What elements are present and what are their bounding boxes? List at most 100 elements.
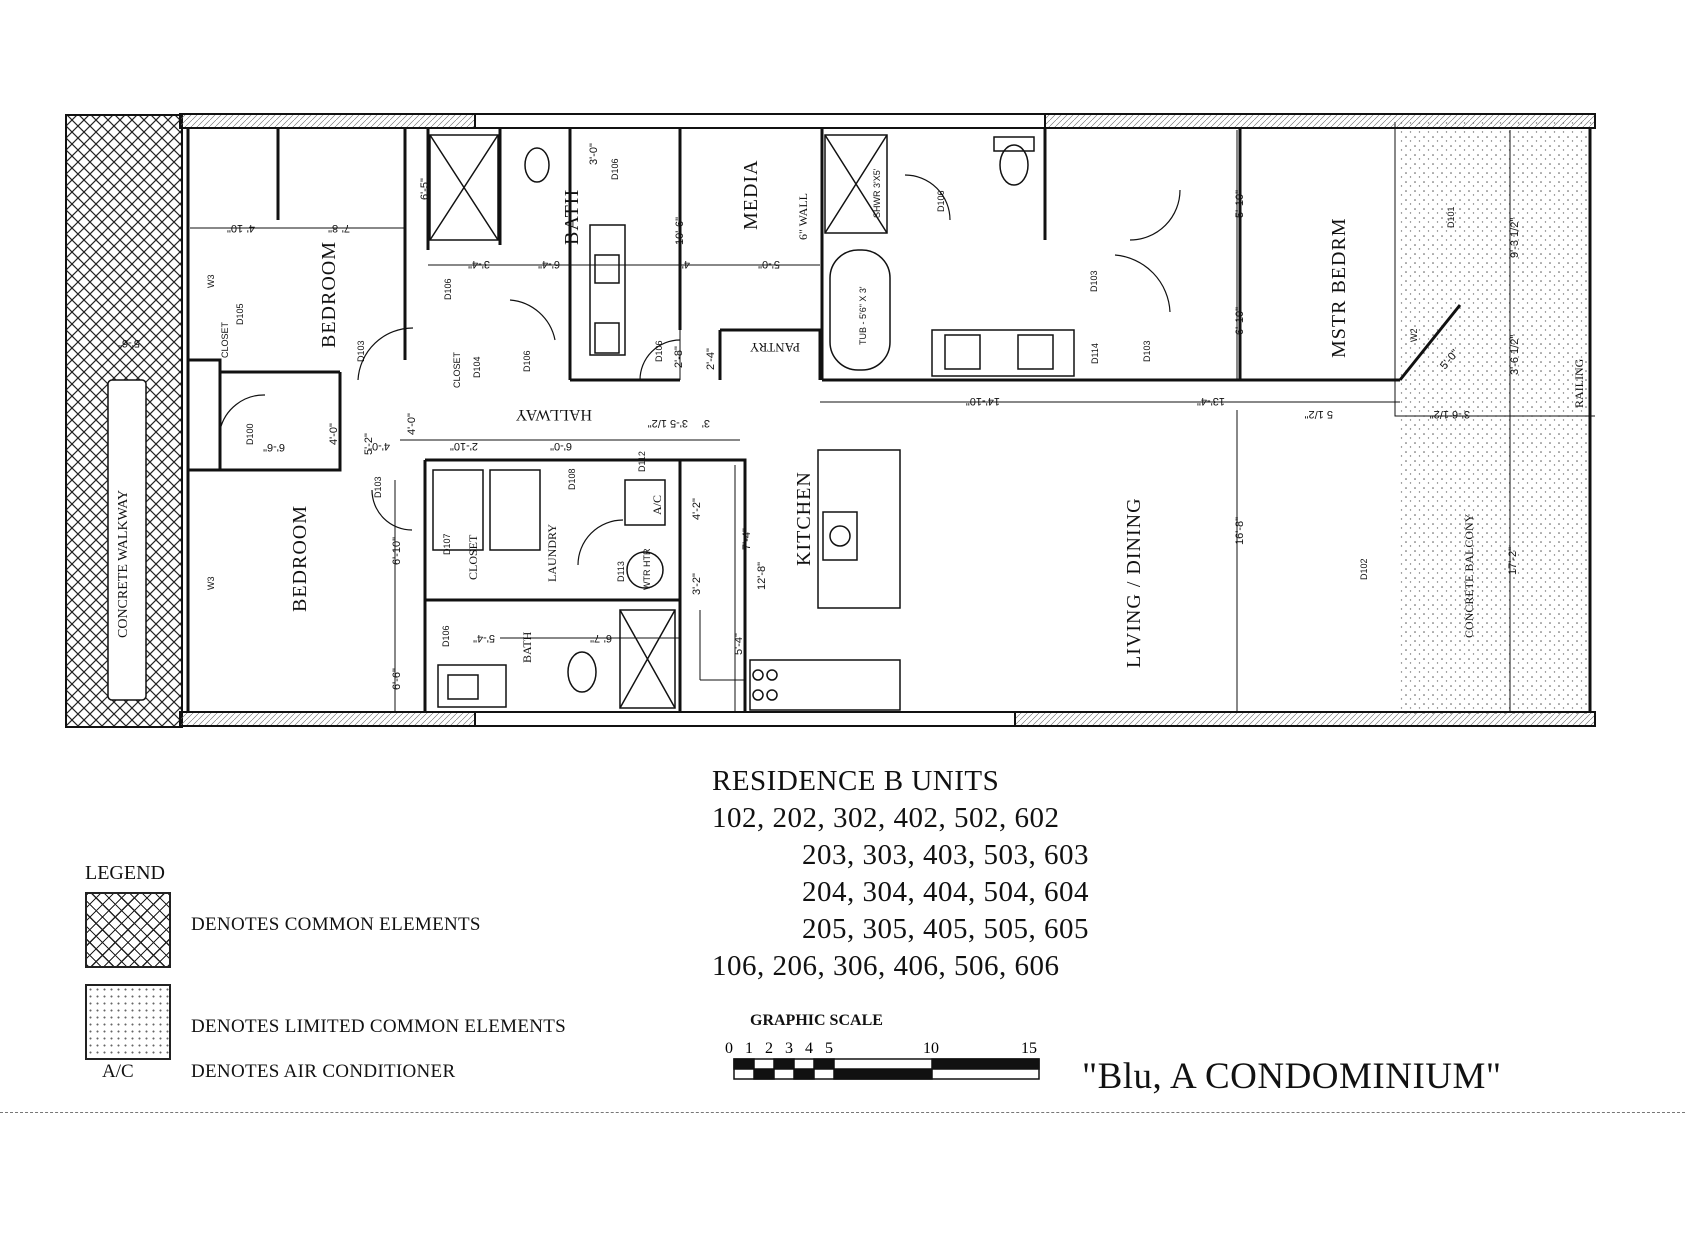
dimension-label: 10'-6" bbox=[674, 217, 686, 245]
room-label-concrete-balcony: CONCRETE BALCONY bbox=[1462, 513, 1476, 638]
room-label-hallway: HALLWAY bbox=[515, 406, 592, 423]
door-tag: D106 bbox=[443, 278, 453, 300]
room-label-kitchen: KITCHEN bbox=[793, 471, 815, 566]
door-tag: D107 bbox=[442, 533, 452, 555]
residence-heading: RESIDENCE B UNITS bbox=[712, 765, 1000, 797]
dimension-label: 4'-0" bbox=[328, 423, 340, 445]
door-tag: D104 bbox=[472, 356, 482, 378]
dimension-label: 3'-2" bbox=[691, 573, 703, 595]
door-tag: D108 bbox=[567, 468, 577, 490]
door-tag: D103 bbox=[1142, 340, 1152, 362]
dimension-label: 6'-10" bbox=[1234, 307, 1246, 335]
dimension-label: 7'-4" bbox=[741, 528, 753, 550]
window-tag: W3 bbox=[206, 577, 216, 591]
scale-tick: 10 bbox=[923, 1040, 939, 1057]
dimension-label: 5'-4" bbox=[473, 632, 495, 644]
tub-label: TUB - 5'6" X 3' bbox=[858, 286, 868, 345]
room-label-bath-2: BATH bbox=[520, 631, 534, 663]
door-tag: D106 bbox=[522, 350, 532, 372]
common-elements-swatch bbox=[85, 892, 171, 968]
dimension-label: 2'-8" bbox=[673, 346, 685, 368]
room-label-ac: A/C bbox=[650, 495, 664, 515]
legend-limited-text: DENOTES LIMITED COMMON ELEMENTS bbox=[191, 1016, 567, 1037]
room-label-living-dining: LIVING / DINING bbox=[1123, 497, 1145, 668]
dimension-label: 2'-10" bbox=[450, 440, 478, 452]
dimension-label: 6'-0" bbox=[550, 440, 572, 452]
room-label-closet-2: CLOSET bbox=[452, 351, 462, 388]
door-tag: D103 bbox=[356, 340, 366, 362]
dimension-label: 6'-4" bbox=[538, 258, 560, 270]
door-tag: D102 bbox=[1359, 558, 1369, 580]
dimension-label: 9'-3 1/2" bbox=[1509, 218, 1521, 258]
dimension-label: 3'-6 1/2" bbox=[1509, 335, 1521, 375]
scale-tick: 4 bbox=[805, 1040, 813, 1057]
room-label-bedroom-1: BEDROOM bbox=[318, 241, 340, 348]
room-label-railing: RAILING bbox=[1572, 358, 1586, 408]
dimension-label: 3'-5 1/2" bbox=[648, 417, 688, 429]
dimension-label: 14'-10" bbox=[966, 395, 1000, 407]
dimension-label: 5 1/2" bbox=[1305, 408, 1333, 420]
scale-tick: 2 bbox=[765, 1040, 773, 1057]
dimension-label: 5'-4" bbox=[733, 633, 745, 655]
dimension-label: 17'-2" bbox=[1507, 547, 1519, 575]
legend-ac-text: DENOTES AIR CONDITIONER bbox=[191, 1061, 456, 1082]
dimension-label: 3' bbox=[702, 417, 710, 429]
scale-tick: 0 bbox=[725, 1040, 733, 1057]
dimension-label: 4'-2" bbox=[691, 498, 703, 520]
door-tag: D112 bbox=[637, 451, 647, 472]
window-tag: W3 bbox=[206, 275, 216, 289]
room-label-closet-1: CLOSET bbox=[220, 321, 230, 358]
dimension-label: 12'-8" bbox=[756, 562, 768, 590]
unit-list-line: 204, 304, 404, 504, 604 bbox=[802, 876, 1089, 908]
dimension-label: 5'-10" bbox=[1234, 190, 1246, 218]
door-tag: D103 bbox=[1089, 270, 1099, 292]
door-tag: D103 bbox=[373, 476, 383, 498]
dimension-label: 3'-6 1/2" bbox=[1430, 408, 1470, 420]
graphic-scale-heading: GRAPHIC SCALE bbox=[750, 1012, 883, 1029]
room-label-closet-3: CLOSET bbox=[466, 534, 480, 580]
graphic-scale-bar: 0 1 2 3 4 5 10 15 bbox=[725, 1040, 1040, 1080]
media-wall-note: 6" WALL bbox=[796, 193, 810, 240]
dimension-label: 4'-10" bbox=[227, 222, 255, 234]
dimension-label: 6'-6" bbox=[391, 668, 403, 690]
room-label-bath-1: BATH bbox=[561, 189, 583, 245]
dimension-label: 6'-7" bbox=[590, 632, 612, 644]
door-tag: D106 bbox=[936, 190, 946, 212]
door-tag: D113 bbox=[616, 561, 626, 582]
room-label-concrete-walkway: CONCRETE WALKWAY bbox=[116, 490, 131, 638]
dimension-label: 5'-6" bbox=[118, 337, 140, 349]
unit-list-line: 102, 202, 302, 402, 502, 602 bbox=[712, 802, 1060, 834]
window-tag: W2 bbox=[1409, 329, 1419, 343]
dimension-label: 2'-4" bbox=[705, 348, 717, 370]
dimension-label: 6'-5" bbox=[419, 178, 431, 200]
concrete-balcony-area bbox=[1398, 122, 1594, 416]
door-tag: D106 bbox=[654, 340, 664, 362]
shower-label: SHWR 3'X5' bbox=[872, 168, 882, 218]
room-label-bedroom-2: BEDROOM bbox=[289, 505, 311, 612]
unit-list-line: 106, 206, 306, 406, 506, 606 bbox=[712, 950, 1060, 982]
door-tag: D105 bbox=[235, 303, 245, 325]
door-tag: D106 bbox=[610, 158, 620, 180]
door-tag: D106 bbox=[441, 625, 451, 647]
unit-list-line: 205, 305, 405, 505, 605 bbox=[802, 913, 1089, 945]
door-tag: D100 bbox=[245, 423, 255, 445]
legend-heading: LEGEND bbox=[85, 862, 165, 884]
dimension-label: 5'-0" bbox=[758, 258, 780, 270]
page-divider bbox=[0, 1112, 1685, 1113]
dimension-label: 3'-0" bbox=[588, 143, 600, 165]
dimension-label: 13'-4" bbox=[1197, 395, 1225, 407]
room-label-media: MEDIA bbox=[740, 159, 762, 230]
scale-tick: 3 bbox=[785, 1040, 793, 1057]
room-label-pantry: PANTRY bbox=[749, 340, 800, 355]
title-block: RESIDENCE B UNITS 102, 202, 302, 402, 50… bbox=[712, 763, 1089, 985]
dimension-label: 6'-6" bbox=[263, 441, 285, 453]
dimension-label: 3'-4" bbox=[468, 258, 490, 270]
condominium-name: "Blu, A CONDOMINIUM" bbox=[1082, 1056, 1502, 1097]
dimension-label: 4'-0" bbox=[368, 440, 390, 452]
ac-symbol: A/C bbox=[102, 1061, 134, 1082]
dimension-label: 4'-0" bbox=[406, 413, 418, 435]
scale-tick: 15 bbox=[1021, 1040, 1037, 1057]
unit-list-line: 203, 303, 403, 503, 603 bbox=[802, 839, 1089, 871]
room-label-laundry: LAUNDRY bbox=[545, 524, 559, 582]
